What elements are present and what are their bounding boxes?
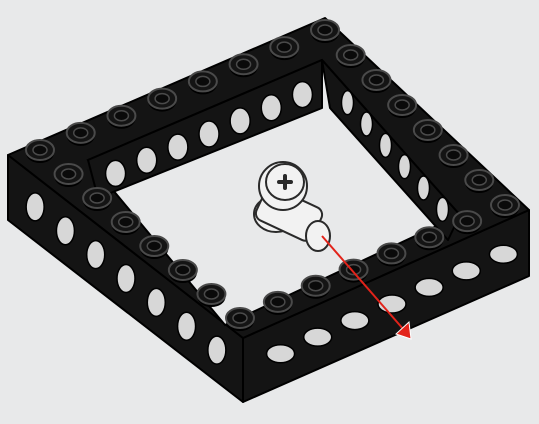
- stud-hole: [62, 169, 76, 179]
- stud-hole: [318, 25, 332, 35]
- stud-hole: [421, 125, 435, 135]
- side-hole: [452, 262, 480, 280]
- stud-hole: [196, 76, 210, 86]
- inner-hole: [230, 108, 250, 134]
- side-hole: [56, 217, 74, 245]
- stud-hole: [422, 232, 436, 242]
- stud-hole: [447, 150, 461, 160]
- inner-hole: [342, 91, 354, 115]
- stud-hole: [309, 281, 323, 291]
- inner-hole: [399, 155, 411, 179]
- inner-hole: [137, 147, 157, 173]
- stud-hole: [147, 241, 161, 251]
- side-hole: [341, 312, 369, 330]
- inner-hole: [437, 197, 449, 221]
- inner-hole: [292, 82, 312, 108]
- side-hole: [489, 245, 517, 263]
- stud-hole: [33, 145, 47, 155]
- side-hole: [117, 265, 135, 293]
- side-hole: [26, 193, 44, 221]
- inner-hole: [361, 112, 373, 136]
- stud-hole: [460, 216, 474, 226]
- stud-hole: [114, 111, 128, 121]
- inner-hole: [106, 160, 126, 186]
- stud-hole: [176, 265, 190, 275]
- inner-hole: [380, 133, 392, 157]
- stud-hole: [498, 200, 512, 210]
- stud-hole: [237, 59, 251, 69]
- side-hole: [87, 241, 105, 269]
- inner-hole: [261, 95, 281, 121]
- side-hole: [415, 278, 443, 296]
- side-hole: [267, 345, 295, 363]
- stud-hole: [90, 193, 104, 203]
- inner-hole: [168, 134, 188, 160]
- inner-hole: [199, 121, 219, 147]
- inner-hole: [418, 176, 430, 200]
- stud-hole: [277, 42, 291, 52]
- stud-hole: [74, 128, 88, 138]
- stud-hole: [369, 75, 383, 85]
- stud-hole: [472, 175, 486, 185]
- side-hole: [304, 328, 332, 346]
- side-hole: [147, 288, 165, 316]
- stud-hole: [384, 248, 398, 258]
- stud-hole: [271, 297, 285, 307]
- side-hole: [208, 336, 226, 364]
- side-hole: [178, 312, 196, 340]
- stud-hole: [119, 217, 133, 227]
- stud-hole: [155, 94, 169, 104]
- stud-hole: [204, 289, 218, 299]
- stud-hole: [233, 313, 247, 323]
- pin-front-end: [306, 221, 330, 251]
- stud-hole: [395, 100, 409, 110]
- stud-hole: [344, 50, 358, 60]
